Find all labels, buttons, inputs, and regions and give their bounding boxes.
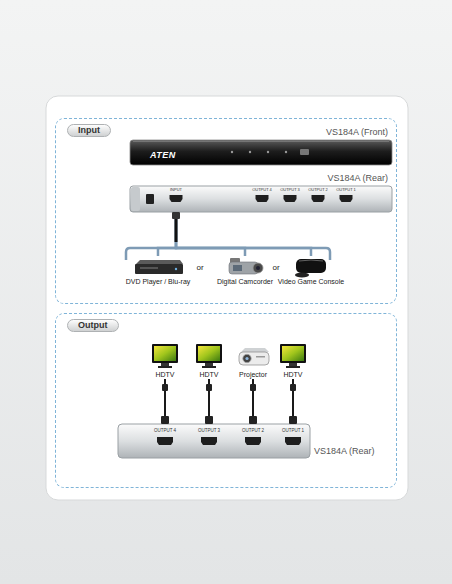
device-caption: DVD Player / Blu-ray [126,277,191,286]
splitter-rear: VS184A (Rear) [130,172,392,212]
display-device: HDTV [278,343,308,379]
device-model-label: VS184A (Front) [326,127,388,137]
hdtv-icon [196,344,222,368]
source-device: DVD Player / Blu-ray [126,256,191,286]
input-panel: Input VS184A (Front) ATEN VS184A (Rear) DVD … [55,118,397,304]
display-device: HDTV [194,343,224,379]
port-label: OUTPUT 1 [336,187,356,192]
hdtv-icon [280,344,306,368]
source-bracket [126,248,330,260]
cable-connector [176,212,245,256]
port-label: OUTPUT 2 [242,428,264,433]
cable-connector [176,212,311,256]
port-label: INPUT [170,187,182,192]
device-caption: HDTV [194,370,224,379]
or-text: or [196,263,203,272]
hdtv-icon [152,344,178,368]
display-device: HDTV [150,343,180,379]
device-caption: HDTV [278,370,308,379]
panel-tab-label: Output [67,319,119,332]
device-caption: HDTV [150,370,180,379]
device-model-label: VS184A (Rear) [314,446,375,456]
splitter-front: VS184A (Front) ATEN [130,126,392,165]
port-label: OUTPUT 4 [154,428,176,433]
game-console-icon [295,259,326,278]
brand-logo-text: ATEN [150,150,176,160]
port-label: OUTPUT 4 [252,187,272,192]
device-caption: Projector [238,370,268,379]
splitter-front-body [130,140,392,165]
device-caption: Digital Camcorder [217,277,273,286]
dvd-player-icon [135,260,183,274]
output-panel: OutputHDTV HDTV Projector HDTV VS184A (Rear) [55,313,397,488]
splitter-rear-body [130,186,392,212]
projector-icon [239,348,269,365]
port-label: OUTPUT 3 [280,187,300,192]
display-device: Projector [238,343,268,379]
device-caption: Video Game Console [278,277,344,286]
panel-tab-label: Input [67,124,111,137]
card [46,96,408,500]
or-text: or [272,263,279,272]
port-label: OUTPUT 2 [308,187,328,192]
source-device: Video Game Console [278,256,344,286]
port-label: OUTPUT 1 [282,428,304,433]
camcorder-icon [229,258,263,274]
splitter-rear-body [118,424,310,458]
source-device: Digital Camcorder [217,256,273,286]
device-model-label: VS184A (Rear) [327,173,388,183]
port-label: OUTPUT 3 [198,428,220,433]
